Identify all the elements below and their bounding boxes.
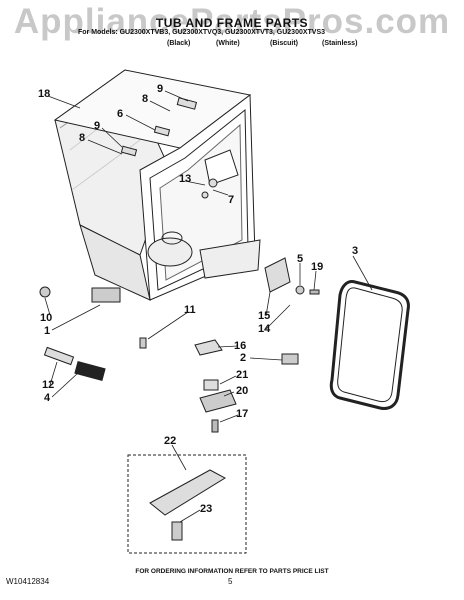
door-gasket	[329, 280, 410, 410]
spring	[43, 346, 75, 366]
bracket	[264, 257, 291, 293]
callout-1: 1	[44, 325, 51, 337]
models-line: For Models: GU2300XTVB3, GU2300XTVQ3, GU…	[78, 29, 326, 36]
callout-7: 7	[228, 194, 235, 206]
callout-6: 6	[117, 108, 124, 120]
page-title: TUB AND FRAME PARTS	[155, 16, 309, 30]
callout-3: 3	[352, 245, 359, 257]
callout-11: 11	[184, 304, 196, 316]
wash-arm	[149, 469, 227, 516]
callout-13: 13	[179, 173, 192, 185]
callout-9b: 9	[94, 120, 101, 132]
callout-9: 9	[157, 83, 164, 95]
version-biscuit: (Biscuit)	[270, 40, 298, 47]
hinge-screw	[208, 178, 218, 188]
callout-17: 17	[236, 408, 249, 420]
version-white: (White)	[216, 40, 240, 47]
callout-21: 21	[236, 369, 249, 381]
callout-15: 15	[258, 310, 271, 322]
callout-14: 14	[258, 323, 271, 335]
callout-20: 20	[236, 385, 249, 397]
callout-4: 4	[44, 392, 51, 404]
arm-manifold	[171, 521, 183, 541]
document-number: W10412834	[6, 577, 50, 586]
ordering-note: FOR ORDERING INFORMATION REFER TO PARTS …	[135, 568, 329, 575]
callout-8: 8	[142, 93, 149, 105]
callout-22: 22	[164, 435, 177, 447]
part-21	[203, 379, 219, 391]
page-number: 5	[228, 577, 233, 586]
detail-box	[127, 454, 247, 554]
version-stainless: (Stainless)	[322, 40, 358, 47]
callout-16: 16	[234, 340, 247, 352]
pad	[74, 360, 106, 382]
callout-19: 19	[311, 261, 324, 273]
foot	[39, 286, 51, 298]
screw-11	[139, 337, 147, 349]
callout-5: 5	[297, 253, 304, 265]
base-grille	[91, 287, 121, 303]
callout-23: 23	[200, 503, 213, 515]
callout-10: 10	[40, 312, 53, 324]
part-17	[211, 419, 219, 433]
tub-base	[79, 224, 151, 301]
watermark: AppliancePartsPros.com	[13, 2, 451, 41]
tub-sump	[147, 237, 193, 267]
callout-12: 12	[42, 379, 55, 391]
part-20	[199, 389, 237, 413]
screw	[309, 289, 320, 295]
washer	[295, 285, 305, 295]
callout-18: 18	[38, 88, 51, 100]
version-black: (Black)	[167, 40, 191, 47]
top-clip	[176, 97, 198, 110]
part-2	[281, 353, 299, 365]
clip-16	[194, 339, 223, 356]
callout-8b: 8	[79, 132, 86, 144]
callout-2: 2	[240, 352, 247, 364]
